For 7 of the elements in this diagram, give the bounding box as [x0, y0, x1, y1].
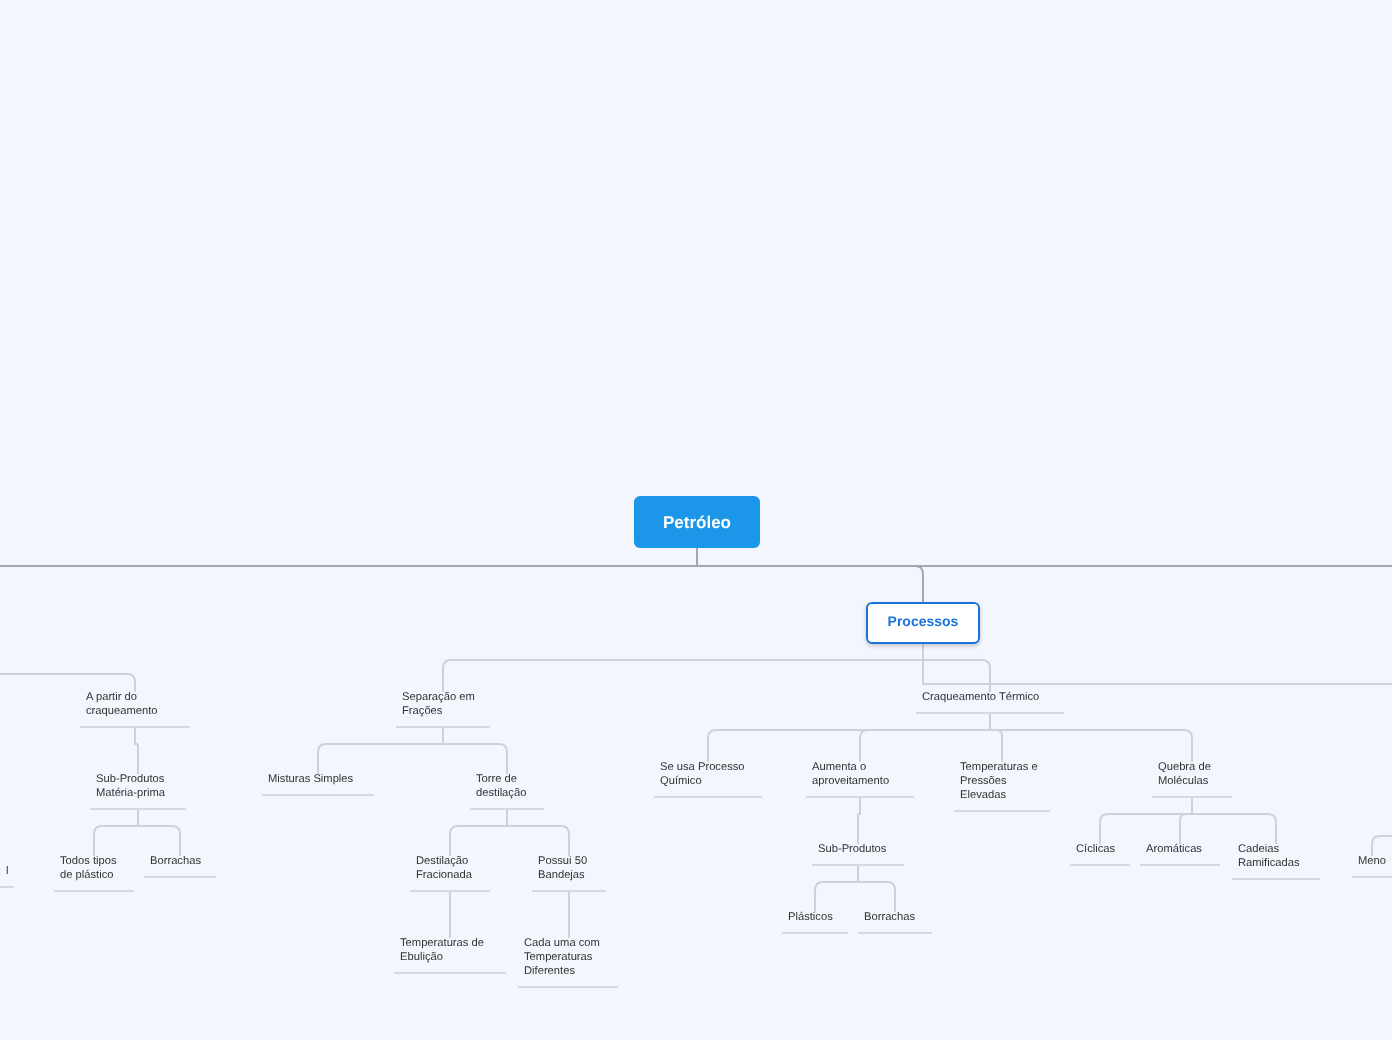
connector-line	[857, 797, 861, 845]
connector-line	[134, 727, 139, 775]
connector-line	[568, 891, 570, 939]
central-topic: Petróleo	[634, 496, 760, 548]
connector-line	[0, 673, 136, 693]
connector-line	[449, 891, 451, 939]
connector-line	[1371, 835, 1392, 857]
